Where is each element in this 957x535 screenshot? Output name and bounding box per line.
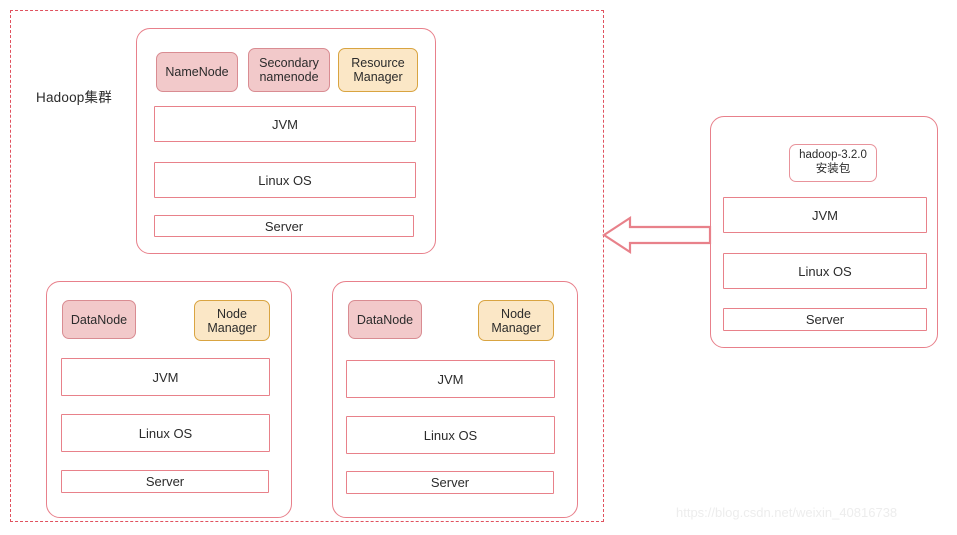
hadoop-package-box[interactable]: hadoop-3.2.0 安装包	[789, 144, 877, 182]
worker-2-layer-jvm: JVM	[346, 360, 555, 398]
install-layer-linux-os: Linux OS	[723, 253, 927, 289]
chip-node-manager-2-line1: Node	[501, 306, 531, 321]
chip-secondary-namenode-line2: namenode	[259, 70, 319, 84]
chip-node-manager-2[interactable]: Node Manager	[478, 300, 554, 341]
chip-node-manager-1[interactable]: Node Manager	[194, 300, 270, 341]
watermark-text: https://blog.csdn.net/weixin_40816738	[676, 505, 898, 520]
chip-datanode-2[interactable]: DataNode	[348, 300, 422, 339]
worker-1-layer-linux-os: Linux OS	[61, 414, 270, 452]
chip-resource-manager[interactable]: Resource Manager	[338, 48, 418, 92]
hadoop-cluster-label: Hadoop集群	[36, 90, 112, 105]
master-layer-linux-os: Linux OS	[154, 162, 416, 198]
chip-resource-manager-line2: Manager	[353, 70, 403, 84]
chip-node-manager-1-line1: Node	[217, 306, 247, 321]
chip-namenode[interactable]: NameNode	[156, 52, 238, 92]
chip-resource-manager-line1: Resource	[351, 56, 405, 70]
chip-secondary-namenode-line1: Secondary	[259, 56, 319, 70]
hadoop-package-line1: hadoop-3.2.0	[799, 149, 867, 162]
install-layer-server: Server	[723, 308, 927, 331]
deploy-arrow-icon	[602, 215, 712, 255]
master-layer-server: Server	[154, 215, 414, 237]
chip-node-manager-2-line2: Manager	[491, 320, 541, 335]
worker-1-layer-jvm: JVM	[61, 358, 270, 396]
worker-2-layer-linux-os: Linux OS	[346, 416, 555, 454]
chip-node-manager-1-line2: Manager	[207, 320, 257, 335]
master-layer-jvm: JVM	[154, 106, 416, 142]
install-layer-jvm: JVM	[723, 197, 927, 233]
chip-secondary-namenode[interactable]: Secondary namenode	[248, 48, 330, 92]
hadoop-cluster-boundary	[10, 10, 604, 522]
hadoop-package-line2: 安装包	[815, 163, 851, 175]
worker-1-layer-server: Server	[61, 470, 269, 493]
chip-datanode-1[interactable]: DataNode	[62, 300, 136, 339]
worker-2-layer-server: Server	[346, 471, 554, 494]
